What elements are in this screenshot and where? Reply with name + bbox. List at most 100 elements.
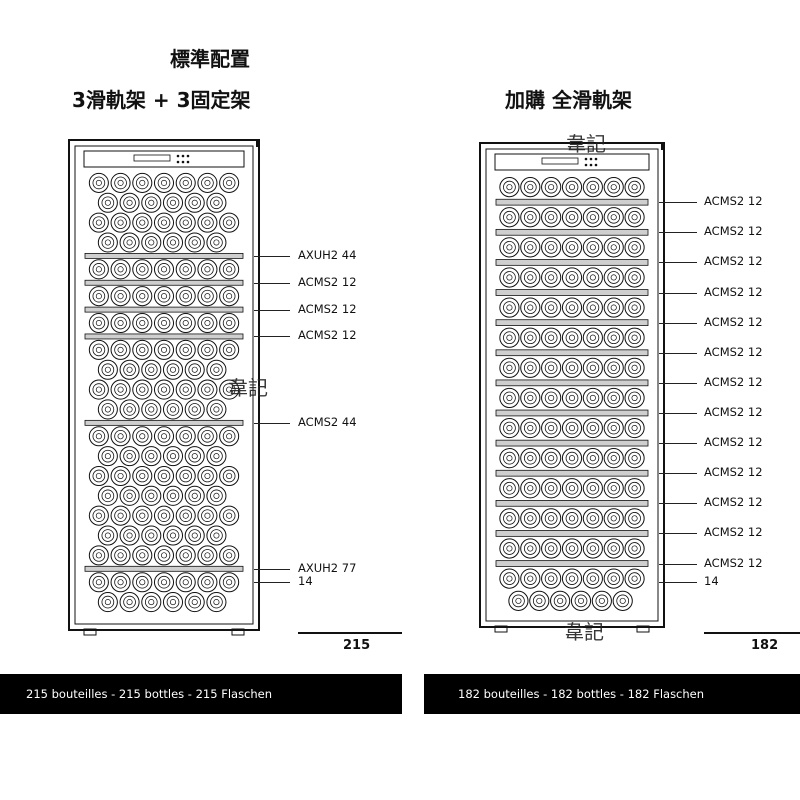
shelf-callout-label: ACMS2 12 xyxy=(704,374,763,389)
bottle-neck-icon xyxy=(503,271,516,284)
bottle-cork-icon xyxy=(557,597,564,604)
bottle-neck-icon xyxy=(179,343,193,357)
bottle-icon xyxy=(119,232,140,253)
bottle-icon xyxy=(175,545,196,566)
shelf xyxy=(495,560,649,567)
bottle-icon xyxy=(520,297,541,318)
bottle-icon xyxy=(132,339,153,360)
bottle-neck-icon xyxy=(544,241,558,254)
bottle-cork-icon xyxy=(610,334,617,341)
bottle-neck-icon xyxy=(144,529,158,542)
bottle-neck-icon xyxy=(157,343,171,357)
bottle-cork-icon xyxy=(204,579,211,586)
bottle-icon xyxy=(175,339,196,360)
bottle-cork-icon xyxy=(95,293,102,300)
bottle-neck-icon xyxy=(523,180,537,194)
bottle-icon xyxy=(88,572,109,593)
callout-leader-line xyxy=(659,352,697,354)
bottle-icon xyxy=(110,339,131,360)
bottle-cork-icon xyxy=(631,455,638,462)
bottle-cork-icon xyxy=(548,334,555,341)
bottle-neck-icon xyxy=(101,449,115,463)
bottle-icon xyxy=(141,399,162,420)
bottle-cork-icon xyxy=(104,532,111,539)
bottle-neck-icon xyxy=(101,403,115,416)
bottle-icon xyxy=(132,259,153,280)
bottle-cork-icon xyxy=(182,179,189,186)
bottle-icon xyxy=(219,545,240,566)
bottle-icon xyxy=(119,192,140,213)
bottle-cork-icon xyxy=(548,364,555,371)
bottle-cork-icon xyxy=(610,485,617,492)
bottle-icon xyxy=(219,212,240,233)
bottle-cork-icon xyxy=(139,320,146,327)
bottle-neck-icon xyxy=(157,575,171,589)
bottle-icon xyxy=(97,232,118,253)
bottle-cork-icon xyxy=(182,346,189,353)
bottle-icon xyxy=(153,313,175,334)
bottle-cork-icon xyxy=(548,485,555,492)
bottle-icon xyxy=(119,485,140,506)
bottle-cork-icon xyxy=(610,515,617,522)
bottle-icon xyxy=(141,359,162,380)
bottle-icon xyxy=(541,508,562,529)
bottle-cork-icon xyxy=(191,239,198,246)
bottle-icon xyxy=(153,212,175,233)
bottle-neck-icon xyxy=(179,263,193,276)
bottle-cork-icon xyxy=(548,394,555,401)
bottle-icon xyxy=(184,192,205,213)
bottle-cork-icon xyxy=(95,472,102,479)
bottle-neck-icon xyxy=(607,361,621,375)
bottle-cork-icon xyxy=(169,453,177,460)
bottle-cork-icon xyxy=(527,394,534,401)
bottle-cork-icon xyxy=(117,219,124,226)
bottle-cork-icon xyxy=(631,364,638,371)
bottle-neck-icon xyxy=(565,391,579,405)
bottle-neck-icon xyxy=(135,316,149,330)
bottle-neck-icon xyxy=(523,451,537,465)
bottle-icon xyxy=(561,177,583,198)
bottle-cork-icon xyxy=(631,184,638,191)
bottle-neck-icon xyxy=(157,216,171,229)
bottle-cork-icon xyxy=(160,179,168,186)
bottle-neck-icon xyxy=(179,383,193,396)
bottle-neck-icon xyxy=(565,512,579,525)
shelf xyxy=(495,198,649,206)
bottle-icon xyxy=(162,192,184,213)
bottle-icon xyxy=(624,357,645,378)
bottle-neck-icon xyxy=(166,403,180,416)
bottle-neck-icon xyxy=(92,289,106,303)
bottle-cork-icon xyxy=(204,386,211,393)
bottle-cork-icon xyxy=(191,532,198,539)
bottle-neck-icon xyxy=(595,594,609,608)
bottle-icon xyxy=(520,478,541,499)
bottle-neck-icon xyxy=(607,421,621,435)
bottle-neck-icon xyxy=(179,316,193,330)
bottle-icon xyxy=(141,485,162,506)
control-button-icon xyxy=(584,163,588,167)
shelf xyxy=(495,409,649,417)
control-button-icon xyxy=(589,157,593,161)
bottle-neck-icon xyxy=(628,241,641,254)
bottle-icon xyxy=(97,592,118,613)
bottle-icon xyxy=(561,327,583,348)
bottle-cork-icon xyxy=(226,552,233,559)
bottle-cork-icon xyxy=(598,597,605,604)
bottle-cork-icon xyxy=(126,406,133,413)
bottle-cork-icon xyxy=(117,266,124,273)
bottle-icon xyxy=(132,379,153,400)
bottle-cork-icon xyxy=(182,293,189,300)
bottle-icon xyxy=(550,590,571,611)
control-button-icon xyxy=(176,160,180,164)
bottle-neck-icon xyxy=(92,549,106,562)
bottle-icon xyxy=(582,448,603,469)
bottle-neck-icon xyxy=(544,361,558,375)
bottle-cork-icon xyxy=(631,425,638,432)
bottle-cork-icon xyxy=(527,214,534,221)
bottle-neck-icon xyxy=(523,271,537,284)
bottle-neck-icon xyxy=(586,361,600,375)
bottle-icon xyxy=(110,212,131,233)
bottle-icon xyxy=(603,207,624,228)
bottle-cork-icon xyxy=(139,579,146,586)
bottle-icon xyxy=(153,465,175,487)
